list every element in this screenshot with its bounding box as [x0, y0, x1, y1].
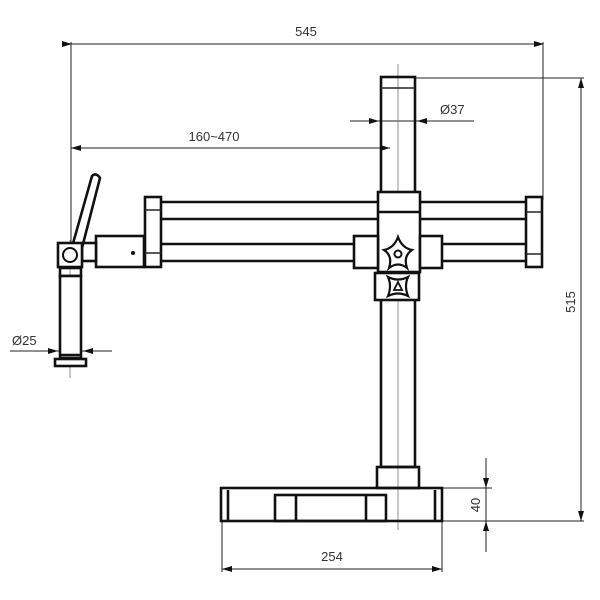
- dim-545-label: 545: [295, 24, 317, 39]
- dimension-overall-height: 515: [416, 77, 584, 522]
- dimension-post-diameter: Ø37: [350, 102, 474, 124]
- dim-reach-label: 160~470: [189, 129, 240, 144]
- dim-post-dia-label: Ø37: [440, 102, 465, 117]
- pivot-joint: [56, 241, 84, 269]
- horizontal-boom-arm: [161, 200, 527, 263]
- arm-end-cap-left: [143, 195, 163, 269]
- tilt-lever: [70, 173, 102, 250]
- arm-extension-collar: [80, 234, 146, 269]
- dim-515-label: 515: [563, 291, 578, 313]
- locking-knob-lower: [373, 271, 421, 302]
- arm-end-cap-right: [524, 195, 544, 269]
- dim-40-label: 40: [468, 498, 483, 512]
- dimension-base-height: 40: [443, 458, 492, 552]
- dim-holder-dia-label: Ø25: [12, 333, 37, 348]
- dimension-base-width: 254: [221, 521, 443, 572]
- base-plate: [219, 486, 444, 523]
- dimension-arm-reach: 160~470: [71, 129, 390, 151]
- dim-254-label: 254: [321, 549, 343, 564]
- dimension-overall-width: 545: [62, 24, 544, 245]
- locking-knob-upper: [381, 233, 415, 272]
- focus-holder-pillar: [53, 266, 88, 368]
